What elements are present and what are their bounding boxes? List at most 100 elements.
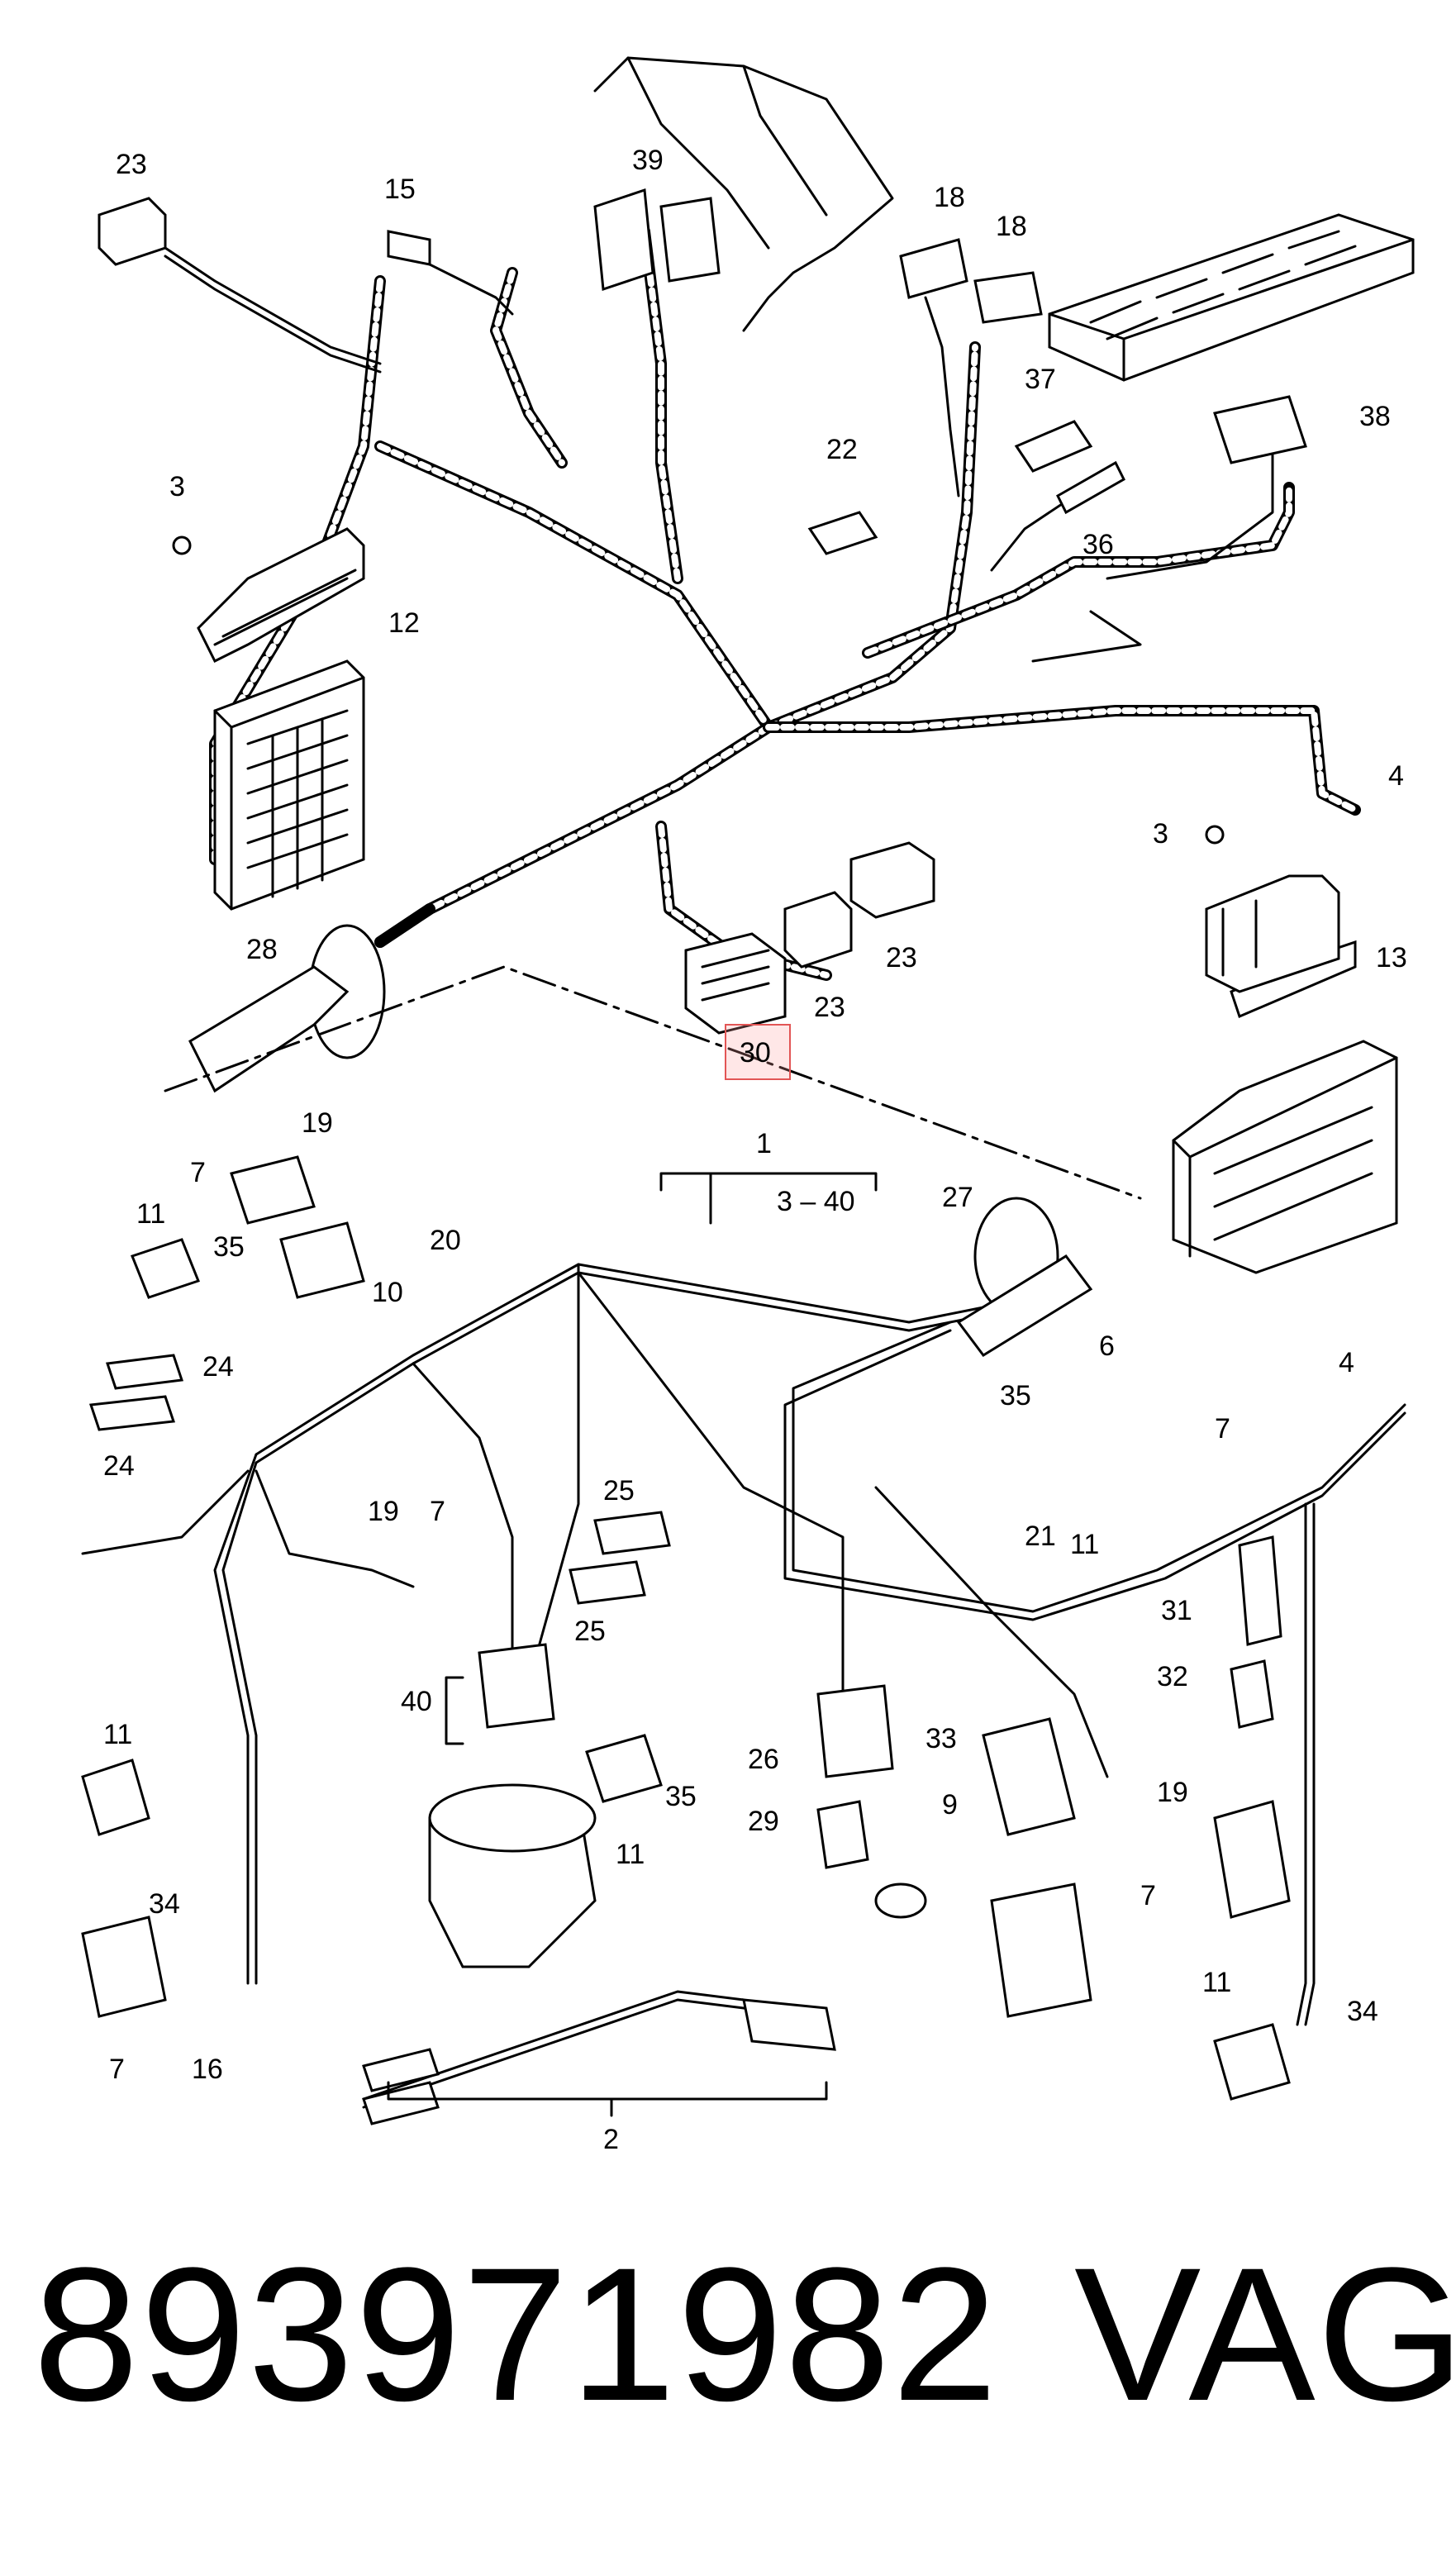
bracket-2 <box>387 2081 828 2117</box>
callout-34: 34 <box>1347 1996 1378 2027</box>
callout-7: 7 <box>1215 1413 1230 1445</box>
callout-18: 18 <box>996 211 1027 242</box>
callout-23: 23 <box>116 149 147 180</box>
dashboard-outline <box>593 56 894 332</box>
callout-1: 1 <box>756 1128 772 1159</box>
callout-21: 21 <box>1025 1521 1056 1552</box>
callout-31: 31 <box>1161 1595 1192 1626</box>
connector-23-a <box>783 891 853 969</box>
callout-12: 12 <box>388 607 420 639</box>
bracket-1 <box>659 1172 878 1225</box>
section-divider <box>164 965 1142 1200</box>
brand-label: VAG <box>1074 2228 1456 2440</box>
callout-33: 33 <box>925 1723 957 1754</box>
callout-24: 24 <box>103 1450 135 1482</box>
connector-40 <box>478 1643 555 1729</box>
bolt-15 <box>387 230 431 266</box>
sensor-11-34-left <box>81 1759 167 2018</box>
callout-22: 22 <box>826 434 858 465</box>
sensor-2 <box>362 1998 836 2125</box>
connector-23-top <box>98 197 167 266</box>
callout-25: 25 <box>574 1616 606 1647</box>
callout-7: 7 <box>190 1157 206 1188</box>
sensor-35-11-center <box>585 1734 663 1803</box>
callout-4: 4 <box>1388 760 1404 792</box>
connector-38 <box>1213 395 1307 464</box>
callout-24: 24 <box>202 1351 234 1383</box>
connector-26-29 <box>816 1684 894 1869</box>
connector-19-7-right <box>1213 1800 1291 1919</box>
probes-24 <box>88 1354 184 1431</box>
callout-27: 27 <box>942 1182 973 1213</box>
callout-29: 29 <box>748 1806 779 1837</box>
callout-39: 39 <box>632 145 664 176</box>
part-number: 893971982 <box>33 2228 1000 2440</box>
connector-30 <box>684 932 787 1035</box>
callout-20: 20 <box>430 1225 461 1256</box>
callout-32: 32 <box>1157 1661 1188 1692</box>
callout-7: 7 <box>1140 1880 1156 1911</box>
callout-38: 38 <box>1359 401 1391 432</box>
callout-11: 11 <box>1070 1529 1099 1560</box>
sensor-11-35-left <box>131 1238 200 1299</box>
connector-12 <box>197 527 365 664</box>
connectors-18 <box>899 238 1043 324</box>
callout-18: 18 <box>934 182 965 213</box>
callout-16: 16 <box>192 2054 223 2085</box>
connectors-31-32 <box>1230 1535 1282 1729</box>
callout-1-range: 3 – 40 <box>777 1186 855 1217</box>
sensor-36 <box>1056 460 1125 515</box>
callout-23: 23 <box>886 942 917 973</box>
bolt-3-left <box>172 535 192 555</box>
callout-28: 28 <box>246 934 278 965</box>
callout-6: 6 <box>1099 1330 1115 1362</box>
callout-19: 19 <box>368 1496 399 1527</box>
callout-3: 3 <box>169 471 185 502</box>
wiring-harness-diagram: 23 15 39 18 18 37 38 22 36 3 12 4 3 13 2… <box>81 56 1415 2155</box>
callout-2: 2 <box>603 2124 619 2155</box>
callout-35: 35 <box>213 1231 245 1263</box>
callout-9: 9 <box>942 1789 958 1821</box>
connectors-39 <box>593 188 721 292</box>
callout-4: 4 <box>1339 1347 1354 1378</box>
bracket-40 <box>445 1676 464 1745</box>
connector-ecu-right <box>1205 874 1340 993</box>
callout-19: 19 <box>1157 1777 1188 1808</box>
callout-35: 35 <box>665 1781 697 1812</box>
connector-33-9 <box>982 1717 1076 1836</box>
callout-3: 3 <box>1153 818 1168 850</box>
callout-11: 11 <box>136 1198 165 1230</box>
relay-box <box>1048 213 1415 382</box>
grommet-28 <box>188 903 435 1093</box>
callout-25: 25 <box>603 1475 635 1506</box>
callout-37: 37 <box>1025 364 1056 395</box>
bolt-3-right <box>1205 825 1225 845</box>
connector-22 <box>807 511 878 555</box>
callout-7: 7 <box>109 2054 125 2085</box>
callout-23: 23 <box>814 992 845 1023</box>
callout-36: 36 <box>1082 529 1114 560</box>
callout-15: 15 <box>384 174 416 205</box>
callout-11: 11 <box>103 1719 132 1750</box>
sensor-11-34-right <box>1213 2023 1291 2101</box>
callout-19: 19 <box>302 1107 333 1139</box>
callout-10: 10 <box>372 1277 403 1308</box>
ecu-left <box>213 659 365 911</box>
distributor <box>428 1783 597 1968</box>
callout-34: 34 <box>149 1888 180 1920</box>
callout-30: 30 <box>740 1037 771 1069</box>
wire-23-top <box>164 246 382 365</box>
plug-25 <box>569 1511 671 1605</box>
callout-35: 35 <box>1000 1380 1031 1411</box>
connectors-19-7-20-10 <box>230 1155 365 1299</box>
sensor-37 <box>1014 420 1093 473</box>
connector-23-b <box>849 841 935 919</box>
highlight-box-30 <box>725 1024 791 1080</box>
grommet-27 <box>956 1197 1093 1357</box>
main-harness <box>209 226 1361 981</box>
callout-26: 26 <box>748 1744 779 1775</box>
callout-7: 7 <box>430 1496 445 1527</box>
callout-13: 13 <box>1376 942 1407 973</box>
callout-40: 40 <box>401 1686 432 1717</box>
callout-11: 11 <box>616 1839 645 1870</box>
